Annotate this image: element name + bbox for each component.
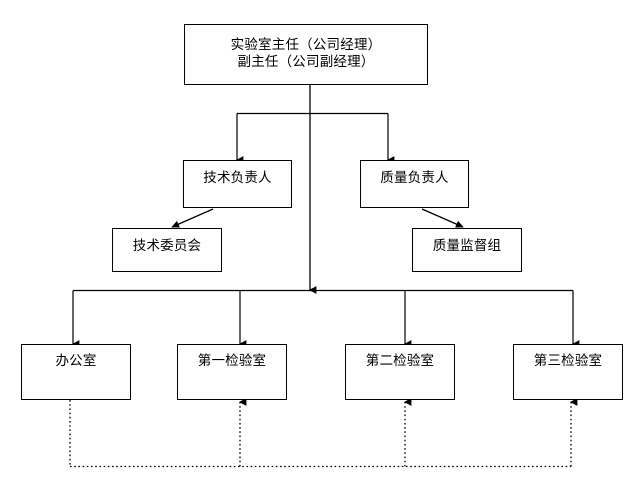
edge-quality-lead-to-supervision [421,208,464,228]
node-label: 技术委员会 [132,238,202,254]
node-label: 第一检验室 [197,353,267,369]
node-quality-lead[interactable]: 质量负责人 [360,160,469,208]
node-label: 技术负责人 [203,170,272,186]
node-quality-supervision-group[interactable]: 质量监督组 [412,228,522,272]
node-label: 办公室 [55,353,97,369]
node-label: 第二检验室 [365,353,435,369]
node-label: 质量负责人 [380,170,449,186]
edge-bus-to-departments [71,289,580,348]
node-second-inspection-lab[interactable]: 第二检验室 [345,344,455,400]
node-technical-committee[interactable]: 技术委员会 [112,228,222,272]
node-technical-lead[interactable]: 技术负责人 [183,160,292,208]
edge-tech-lead-to-committee [171,208,214,228]
node-label: 第三检验室 [533,353,603,369]
node-label-line1: 实验室主任（公司经理） [230,36,382,53]
edge-office-to-labs-dotted [69,398,578,468]
edge-director-to-tier2 [235,112,395,164]
node-third-inspection-lab[interactable]: 第三检验室 [513,344,623,400]
node-lab-director[interactable]: 实验室主任（公司经理） 副主任（公司副经理） [184,24,428,85]
node-label-line2: 副主任（公司副经理） [237,53,375,70]
node-label: 质量监督组 [432,238,502,254]
node-office[interactable]: 办公室 [21,344,131,400]
node-first-inspection-lab[interactable]: 第一检验室 [177,344,287,400]
